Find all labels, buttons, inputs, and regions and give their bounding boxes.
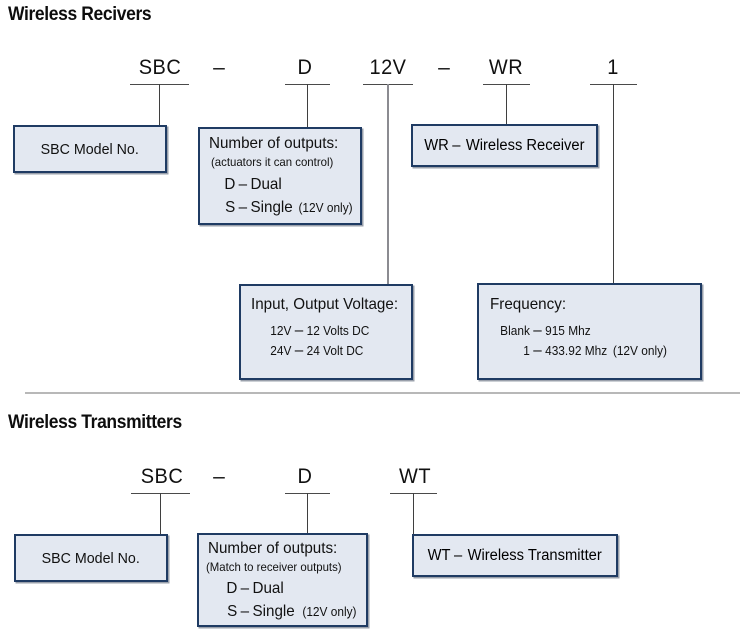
receiver-frequency-row: Blank–915 Mhz	[490, 322, 591, 340]
transmitter-code-token-sbc: SBC	[140, 465, 184, 488]
transmitter-wt-box: WT–Wireless Transmitter	[412, 534, 618, 577]
receiver-frequency-row-dash: –	[533, 322, 542, 339]
receiver-frequency-row-key: Blank	[500, 324, 530, 338]
receiver-voltage-row-dash: –	[294, 322, 304, 339]
receiver-wr-box: WR–Wireless Receiver	[411, 124, 598, 167]
receiver-wr-key: WR	[424, 136, 449, 154]
transmitter-code-token-d: D	[297, 465, 313, 488]
transmitter-outputs-title: Number of outputs:	[208, 540, 338, 557]
receiver-code-token-d: D	[297, 56, 313, 79]
receiver-voltage-row-key: 12V	[270, 324, 292, 338]
receiver-frequency-row-value: 915 Mhz	[545, 324, 591, 338]
transmitter-outputs-row: D–Dual	[224, 580, 284, 598]
transmitter-outputs-subtitle: (Match to receiver outputs)	[206, 560, 342, 574]
receiver-frequency-row: 1–433.92 Mhz (12V only)	[490, 342, 667, 360]
receiver-code-separator-2: –	[438, 56, 450, 79]
receiver-outputs-box: Number of outputs: (actuators it can con…	[198, 127, 362, 225]
receiver-frequency-box: Frequency: Blank–915 Mhz 1–433.92 Mhz (12…	[477, 283, 702, 380]
receiver-outputs-subtitle: (actuators it can control)	[211, 155, 334, 169]
transmitter-model-box: SBC Model No.	[14, 534, 168, 582]
receiver-voltage-row: 24V–24 Volt DC	[261, 342, 363, 360]
transmitter-outputs-row-dash: –	[240, 580, 250, 597]
receiver-frequency-row-dash: –	[533, 342, 542, 359]
receiver-frequency-title: Frequency:	[490, 296, 567, 313]
transmitter-outputs-row-dash: –	[240, 603, 250, 620]
transmitter-code-separator-1: –	[213, 465, 225, 488]
receiver-outputs-title: Number of outputs:	[209, 135, 339, 152]
transmitter-outputs-row-value: Dual	[252, 580, 284, 597]
receiver-outputs-row-dash: –	[238, 199, 248, 216]
receiver-leader-1	[613, 84, 614, 283]
receiver-leader-d	[307, 84, 308, 127]
transmitter-outputs-row-key: S	[227, 603, 238, 620]
transmitter-wt-dash: –	[454, 546, 463, 564]
receiver-code-token-sbc: SBC	[138, 56, 182, 79]
receiver-outputs-row: S–Single (12V only)	[222, 199, 353, 217]
transmitter-leader-wt	[413, 493, 414, 534]
transmitters-section-heading: Wireless Transmitters	[8, 412, 182, 433]
receiver-voltage-row-value: 24 Volt DC	[306, 344, 364, 358]
receiver-leader-wr	[506, 84, 507, 124]
receiver-code-separator-1: –	[213, 56, 225, 79]
transmitter-wt-key: WT	[427, 546, 451, 564]
transmitter-code-token-wt: WT	[399, 465, 431, 488]
transmitter-leader-d	[307, 493, 308, 533]
receiver-voltage-title: Input, Output Voltage:	[251, 296, 399, 313]
receivers-section-heading: Wireless Recivers	[8, 4, 152, 25]
receiver-leader-sbc	[159, 84, 160, 125]
receiver-voltage-box: Input, Output Voltage: 12V–12 Volts DC 2…	[239, 284, 413, 380]
receiver-wr-label: Wireless Receiver	[465, 136, 585, 154]
receiver-voltage-row-value: 12 Volts DC	[306, 324, 370, 338]
receiver-model-box: SBC Model No.	[13, 125, 167, 173]
receiver-frequency-row-value: 433.92 Mhz	[545, 344, 608, 358]
receiver-wr-dash: –	[452, 136, 461, 154]
receiver-voltage-row: 12V–12 Volts DC	[261, 322, 369, 340]
receiver-voltage-row-key: 24V	[270, 344, 292, 358]
transmitter-outputs-row: S–Single (12V only)	[224, 603, 356, 621]
receiver-code-token-1: 1	[607, 56, 619, 79]
section-divider	[25, 392, 740, 394]
transmitter-outputs-row-key: D	[226, 580, 238, 597]
receiver-outputs-row-value: Single	[250, 199, 293, 216]
receiver-outputs-row-key: S	[225, 199, 236, 216]
transmitter-outputs-row-note: (12V only)	[302, 605, 357, 619]
receiver-outputs-row-note: (12V only)	[298, 201, 353, 215]
receiver-frequency-row-note: (12V only)	[612, 344, 667, 358]
receiver-outputs-row-dash: –	[238, 176, 248, 193]
receiver-outputs-row-key: D	[224, 176, 236, 193]
receiver-code-token-12v: 12V	[369, 56, 407, 79]
transmitter-leader-sbc	[160, 493, 161, 534]
receiver-code-token-wr: WR	[488, 56, 524, 79]
receiver-model-box-label: SBC Model No.	[40, 140, 140, 158]
receiver-wr-box-content: WR–Wireless Receiver	[424, 137, 584, 155]
transmitter-wt-label: Wireless Transmitter	[467, 546, 603, 564]
transmitter-wt-box-content: WT–Wireless Transmitter	[428, 547, 602, 565]
receiver-leader-12v	[387, 84, 389, 284]
transmitter-model-box-label: SBC Model No.	[41, 549, 141, 567]
receiver-voltage-row-dash: –	[294, 342, 304, 359]
receiver-outputs-row: D–Dual	[222, 176, 282, 194]
receiver-frequency-row-key: 1	[523, 344, 530, 358]
transmitter-outputs-row-value: Single	[252, 603, 295, 620]
transmitter-outputs-box: Number of outputs: (Match to receiver ou…	[197, 533, 368, 627]
receiver-outputs-row-value: Dual	[250, 176, 282, 193]
